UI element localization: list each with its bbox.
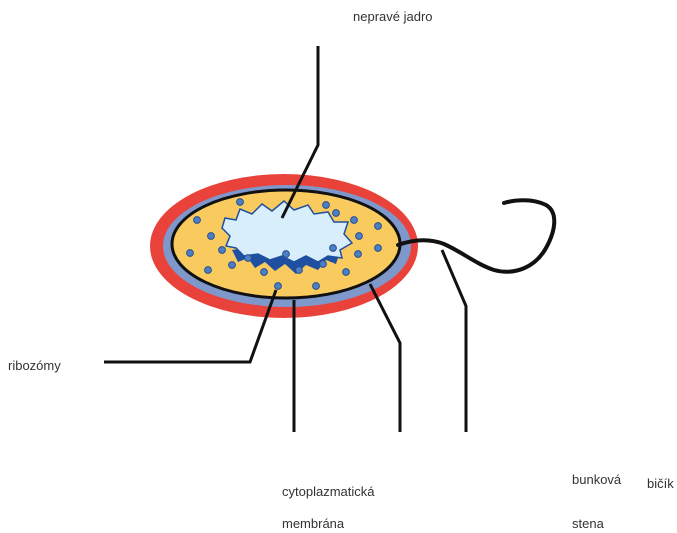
ribosome-dot-icon [355,251,362,258]
ribosome-dot-icon [343,269,350,276]
label-flagellum: bičík [647,476,674,492]
label-nucleoid: nepravé jadro [353,9,433,25]
ribosome-dot-icon [356,233,363,240]
ribosome-dot-icon [330,245,337,252]
ribosome-dot-icon [208,233,215,240]
ribosome-dot-icon [283,251,290,258]
leader-line-flagellum [442,250,466,432]
ribosome-dot-icon [351,217,358,224]
ribosome-dot-icon [296,267,303,274]
ribosome-dot-icon [323,202,330,209]
ribosome-dot-icon [375,245,382,252]
ribosome-dot-icon [205,267,212,274]
label-ribosomes: ribozómy [8,358,61,374]
flagellum [398,200,554,271]
ribosome-dot-icon [229,262,236,269]
ribosome-dot-icon [275,283,282,290]
ribosome-dot-icon [237,199,244,206]
ribosome-dot-icon [320,261,327,268]
label-cell-wall-line2: stena [572,516,604,532]
label-cytoplasmic-membrane-line1: cytoplazmatická [282,484,374,500]
ribosome-dot-icon [219,247,226,254]
label-cytoplasmic-membrane-line2: membrána [282,516,344,532]
leader-line-cell-wall [370,284,400,432]
ribosome-dot-icon [375,223,382,230]
ribosome-dot-icon [194,217,201,224]
label-cell-wall-line1: bunková [572,472,621,488]
ribosome-dot-icon [333,210,340,217]
ribosome-dot-icon [245,255,252,262]
ribosome-dot-icon [313,283,320,290]
ribosome-dot-icon [261,269,268,276]
ribosome-dot-icon [187,250,194,257]
